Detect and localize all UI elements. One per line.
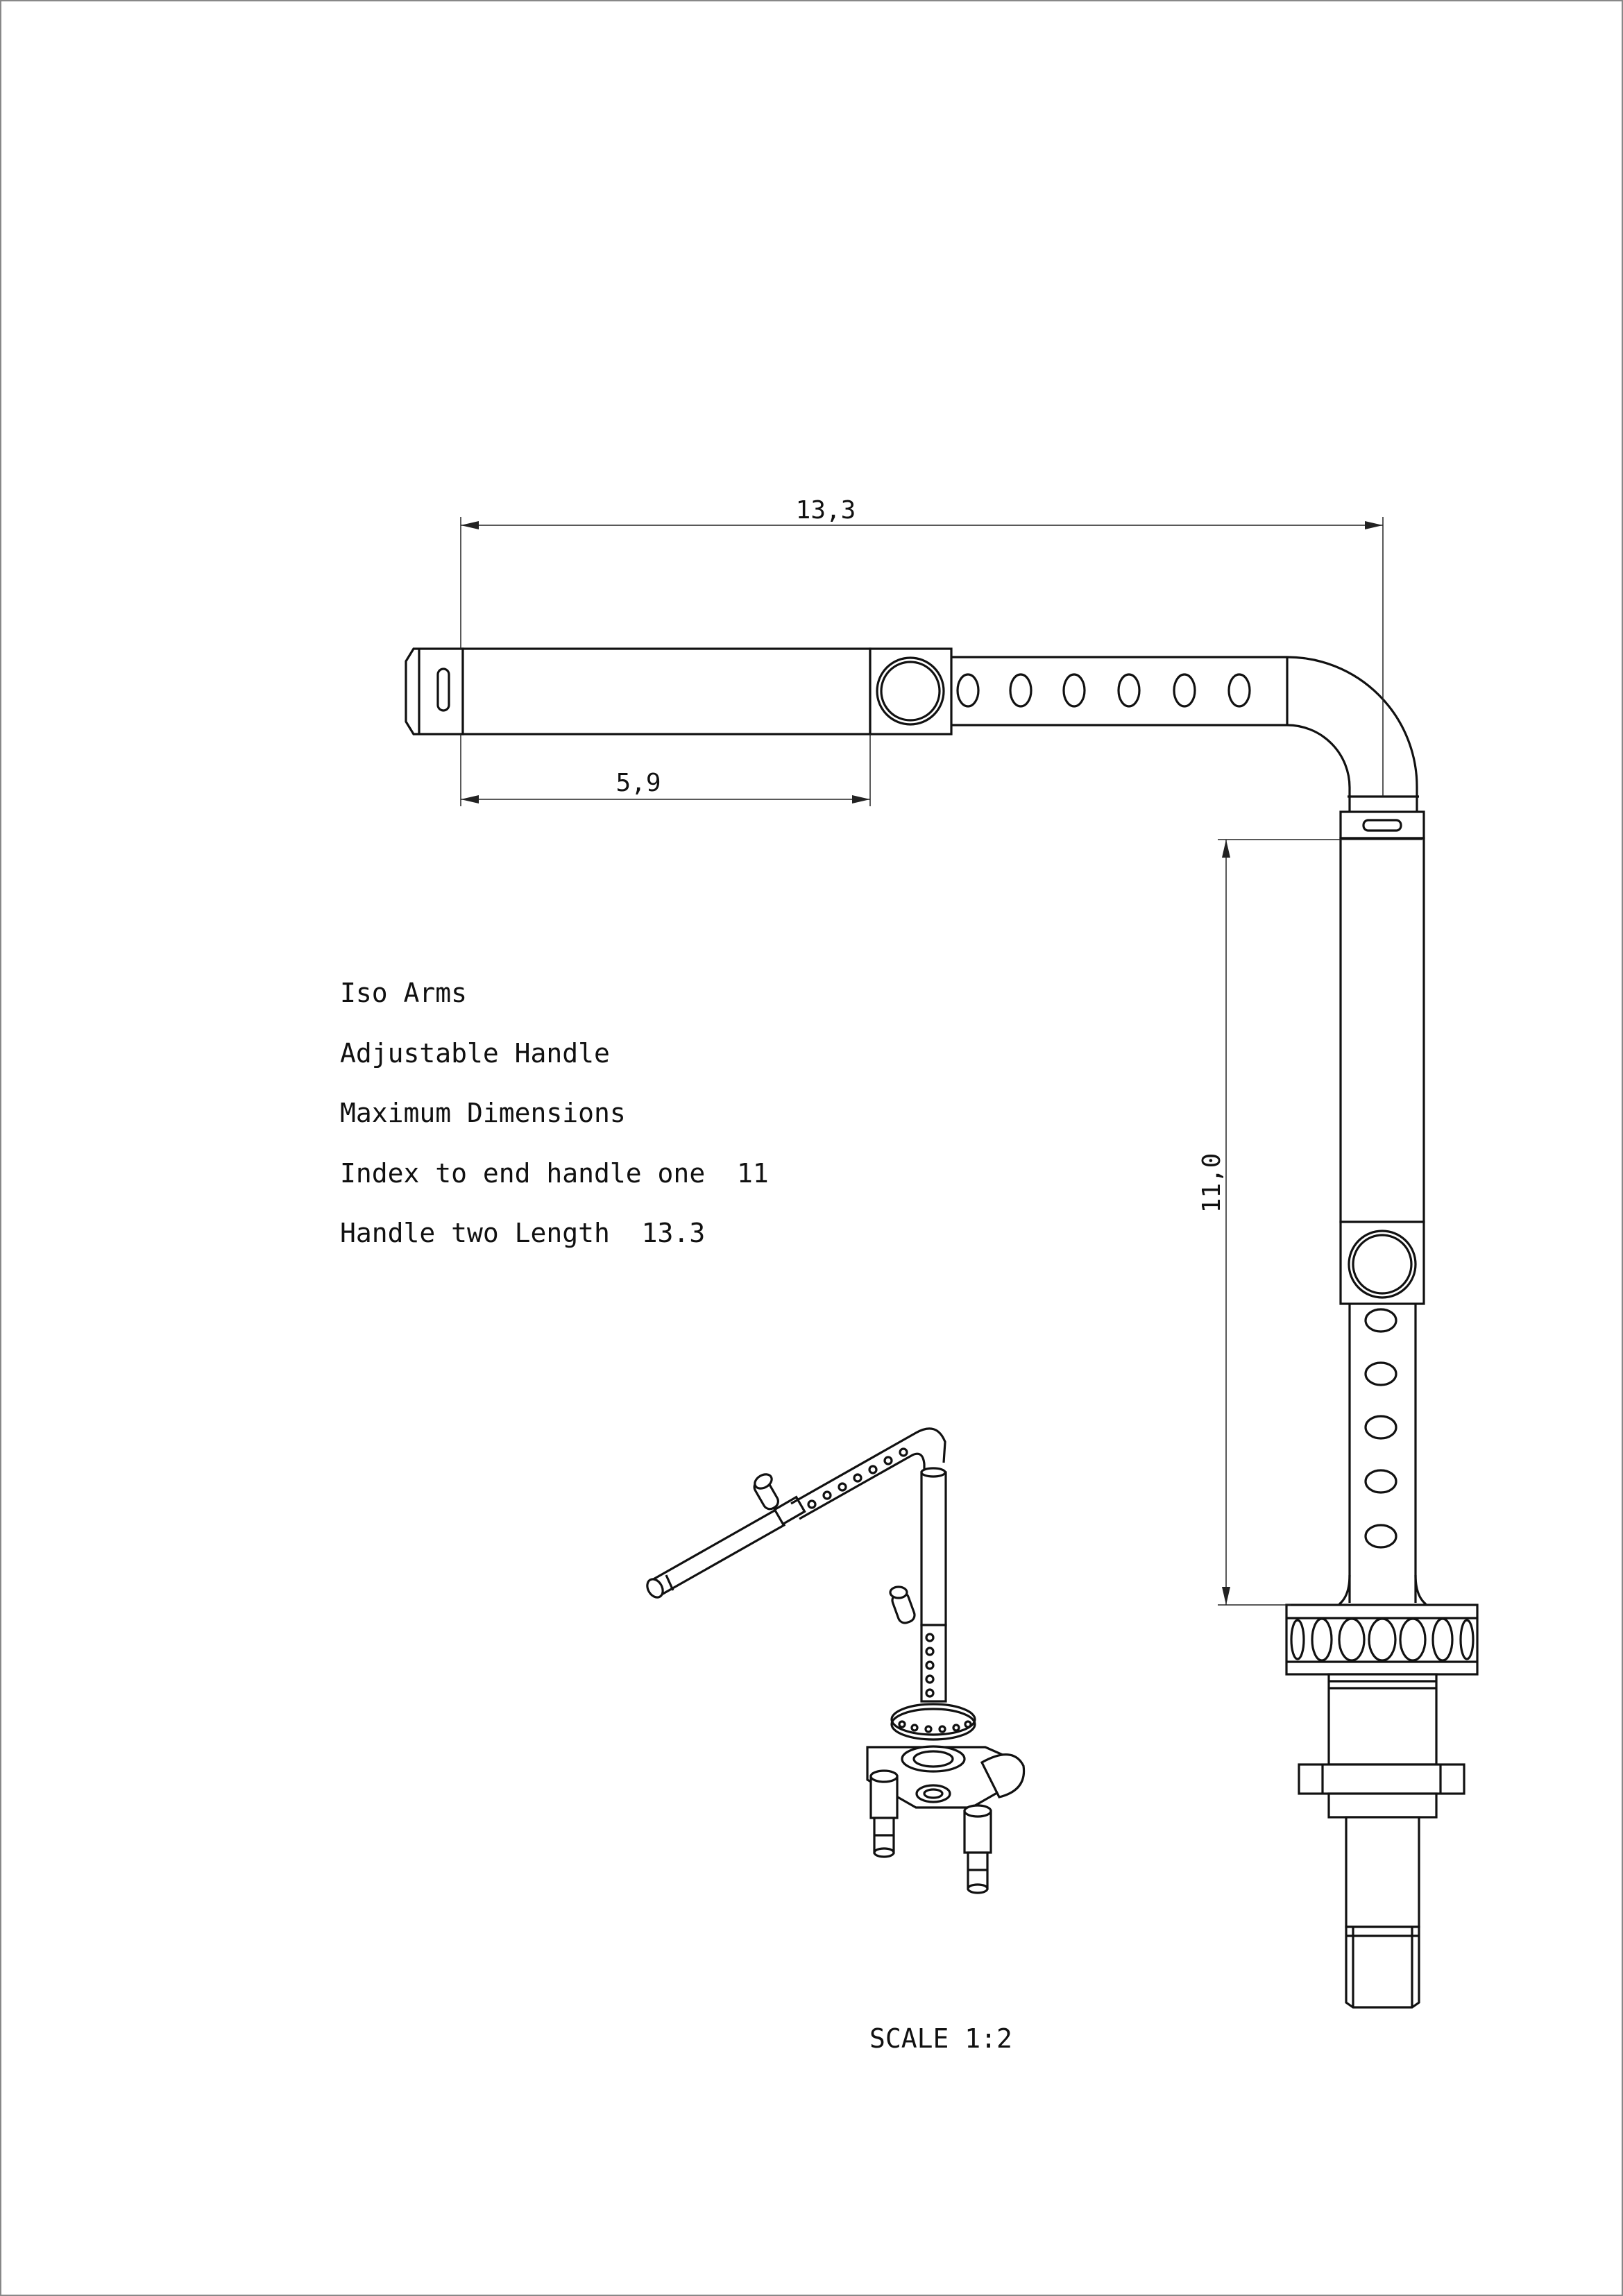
note-title: Iso Arms: [340, 978, 468, 1008]
dimension-overall-label: 13,3: [796, 496, 856, 525]
dimension-vertical: 11,0: [1198, 839, 1422, 1606]
scale-label: SCALE 1:2: [869, 2023, 1012, 2054]
dimension-handle-label: 5,9: [615, 769, 661, 797]
note-index-length: Index to end handle one 11: [340, 1157, 769, 1189]
front-view: [405, 647, 1479, 2009]
note-heading: Maximum Dimensions: [340, 1098, 626, 1128]
dimension-overall: 13,3: [460, 496, 1384, 797]
isometric-view: [646, 1427, 1026, 1894]
drawing-notes: Iso Arms Adjustable Handle Maximum Dimen…: [340, 975, 769, 1275]
dimension-handle: 5,9: [460, 734, 871, 806]
note-handle-length: Handle two Length 13.3: [340, 1218, 706, 1248]
note-subtitle: Adjustable Handle: [340, 1037, 610, 1069]
dimension-vertical-label: 11,0: [1198, 1153, 1226, 1214]
